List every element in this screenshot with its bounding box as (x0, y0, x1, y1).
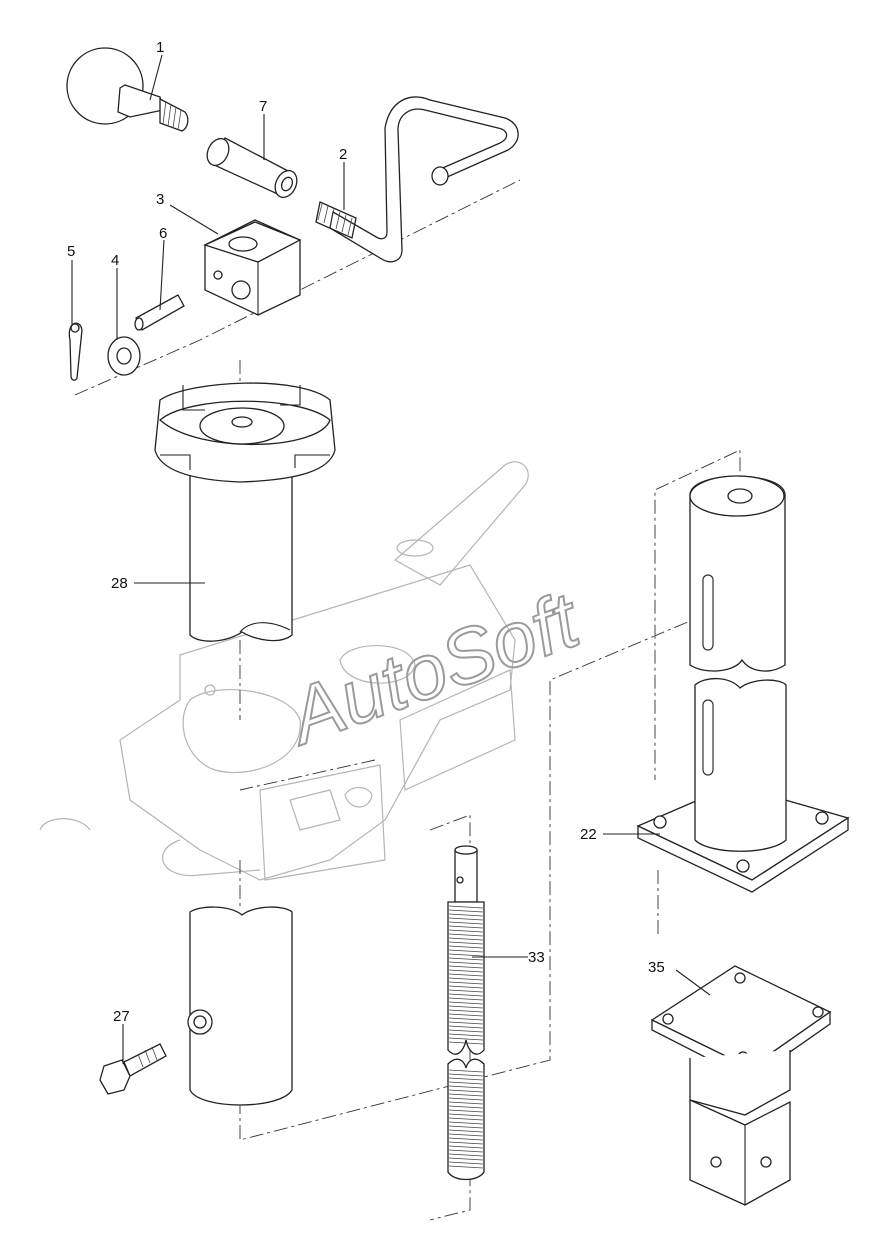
watermark: AutoSoft (274, 574, 592, 762)
bolt-part (99, 1043, 167, 1095)
callout-22: 22 (580, 826, 597, 843)
callout-1: 1 (156, 39, 164, 56)
crank-handle-part (315, 96, 519, 263)
leader-lines (71, 54, 711, 1064)
callout-2: 2 (339, 146, 347, 163)
cotter-pin-part (68, 322, 83, 381)
ghost-coupling-housing (39, 461, 529, 881)
spindle-thread-lines (448, 905, 484, 1169)
callout-4: 4 (111, 252, 119, 269)
callout-35: 35 (648, 959, 665, 976)
callout-28: 28 (111, 575, 128, 592)
outer-tube-part (154, 382, 336, 642)
lower-tube-part (187, 906, 293, 1106)
callout-labels: 1 7 2 3 6 5 4 28 22 33 35 27 (67, 39, 665, 1025)
sleeve-part (206, 137, 298, 199)
pin-part (134, 294, 185, 331)
callout-33: 33 (528, 949, 545, 966)
callout-5: 5 (67, 243, 75, 260)
foot-pad-part (650, 965, 832, 1206)
threaded-spindle-part (447, 845, 485, 1181)
block-part (203, 219, 302, 316)
callout-3: 3 (156, 191, 164, 208)
base-plate-post-part (636, 475, 850, 893)
callout-27: 27 (113, 1008, 130, 1025)
callout-6: 6 (159, 225, 167, 242)
knob-part (66, 47, 189, 132)
washer-part (107, 336, 141, 376)
callout-7: 7 (259, 98, 267, 115)
